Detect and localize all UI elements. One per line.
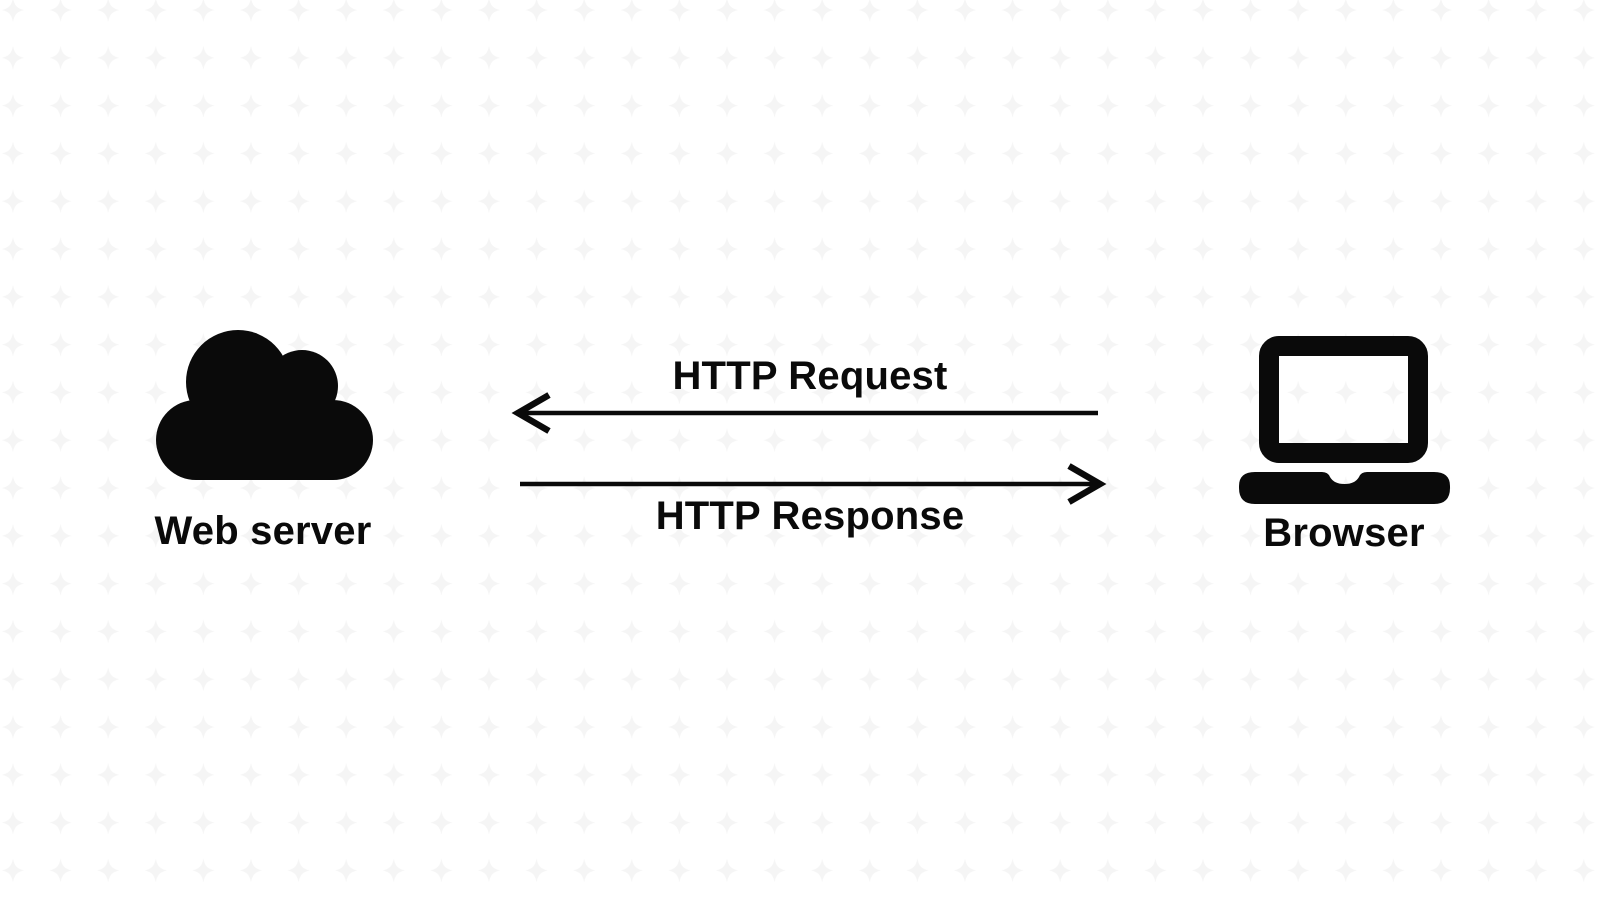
request-arrow [511,392,1098,434]
laptop-base [1239,472,1450,504]
laptop-screen [1259,336,1428,463]
http-response-label: HTTP Response [655,494,965,538]
cloud-icon [156,330,373,480]
http-flow-arrows [511,392,1107,505]
request-arrowhead-left-icon [511,392,551,434]
http-request-label: HTTP Request [672,354,948,398]
response-arrow [520,463,1107,505]
browser-label: Browser [1263,511,1425,555]
laptop-icon [1239,336,1450,504]
response-arrowhead-right-icon [1067,463,1107,505]
web-server-label: Web server [154,509,372,553]
